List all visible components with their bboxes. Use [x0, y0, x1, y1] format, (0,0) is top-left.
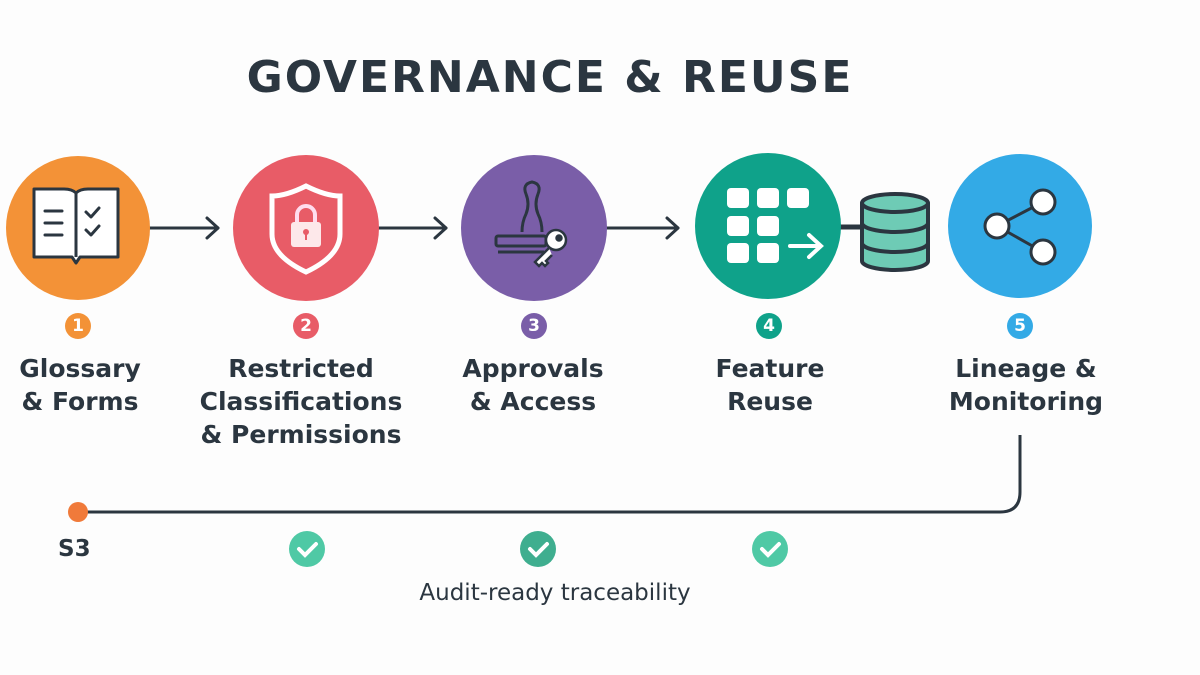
database-icon [860, 192, 930, 272]
label-line: Approvals [462, 354, 604, 383]
step-3-label: Approvals & Access [403, 352, 663, 418]
key-icon [533, 228, 568, 268]
step-5-badge: 5 [1007, 313, 1033, 339]
step-1-icon-circle [6, 156, 150, 300]
lock-icon [291, 204, 321, 247]
step-4-label: Feature Reuse [640, 352, 900, 418]
step-3-badge: 3 [521, 313, 547, 339]
label-line: & Forms [21, 387, 139, 416]
step-4-icon-circle [695, 153, 841, 299]
label-line: Reuse [727, 387, 813, 416]
step-1-label: Glossary & Forms [0, 352, 210, 418]
arrow-1-2 [148, 216, 220, 240]
step-5-icon-circle [948, 154, 1092, 298]
step-3-icon-circle [461, 155, 607, 301]
check-icon-2 [520, 531, 556, 567]
label-line: Monitoring [948, 387, 1104, 416]
label-line: Lineage & [955, 354, 1097, 383]
label-line: Feature [715, 354, 825, 383]
page-title: GOVERNANCE & REUSE [246, 52, 854, 103]
step-4-badge: 4 [756, 313, 782, 339]
step-2-label: Restricted Classifications & Permissions [171, 352, 431, 451]
label-line: & Access [469, 387, 597, 416]
step-2-badge: 2 [293, 313, 319, 339]
check-icon-3 [752, 531, 788, 567]
label-line: Restricted [228, 354, 374, 383]
step-2-icon-circle [233, 155, 379, 301]
timeline-caption: Audit-ready traceability [419, 580, 691, 606]
label-line: Glossary [19, 354, 141, 383]
step-1-badge: 1 [65, 313, 91, 339]
shield-icon [269, 183, 343, 275]
timeline-start-dot [68, 502, 88, 522]
timeline-start-label: S3 [58, 536, 91, 562]
arrow-2-3 [377, 216, 448, 240]
label-line: & Permissions [200, 420, 402, 449]
grid-arrow-icon [727, 188, 824, 263]
share-nodes-icon [983, 188, 1057, 266]
book-checklist-icon [32, 187, 120, 265]
timeline-line [78, 435, 1022, 514]
label-line: Classifications [199, 387, 403, 416]
check-icon-1 [289, 531, 325, 567]
step-5-label: Lineage & Monitoring [896, 352, 1156, 418]
arrow-3-4 [605, 216, 680, 240]
